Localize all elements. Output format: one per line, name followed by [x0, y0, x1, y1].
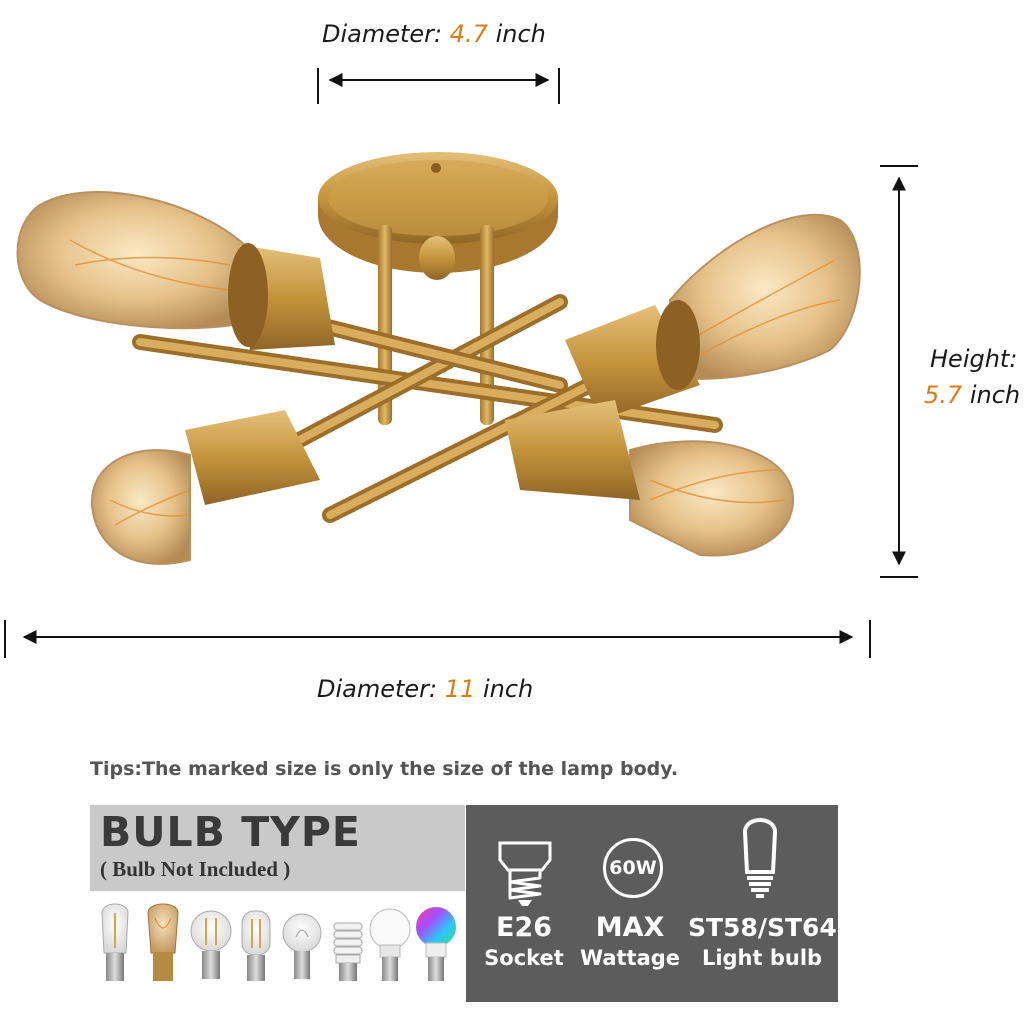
a19-led-icon [369, 908, 411, 981]
bottom-diameter-arrow [4, 620, 871, 658]
bulb-type-title: BULB TYPE [100, 808, 361, 856]
st58-bulb-icon [742, 818, 778, 898]
rgb-smart-bulb-icon [416, 907, 456, 981]
spec-wattage-main: MAX [595, 912, 665, 943]
t45-filament-icon [241, 910, 271, 981]
e26-socket-icon [498, 841, 552, 906]
bulb-type-header-bg [90, 805, 465, 891]
ceiling-lamp [16, 152, 861, 565]
lamp-illustration [4, 68, 918, 658]
top-diameter-label: Diameter: 4.7 inch [322, 20, 546, 48]
a19-filament-icon [190, 910, 232, 979]
spec-wattage-sub: Wattage [579, 946, 681, 970]
bottom-diameter-label: Diameter: 11 inch [317, 675, 534, 703]
g25-clear-icon [282, 913, 322, 979]
height-value: 5.7 inch [924, 381, 1021, 409]
spec-bulb-main: ST58/ST64 [688, 913, 837, 942]
compatible-bulbs [101, 903, 456, 981]
height-arrow [880, 165, 918, 578]
bulb-type-subtitle: ( Bulb Not Included ) [100, 857, 291, 881]
spiral-cfl-icon [333, 922, 363, 981]
spec-bulb: ST58/ST64 Light bulb [688, 912, 837, 972]
top-diameter-arrow [317, 68, 560, 104]
tips-text: Tips:The marked size is only the size of… [90, 758, 679, 780]
wattage-icon: 60W [603, 838, 663, 898]
spec-wattage: MAX Wattage [568, 912, 692, 972]
st64-edison-filament-icon [147, 903, 179, 981]
spec-socket-main: E26 [495, 912, 553, 943]
spec-socket-sub: Socket [484, 946, 564, 970]
st64-edison-led-icon [101, 903, 129, 981]
spec-bulb-sub: Light bulb [701, 946, 823, 970]
height-label: Height: [930, 345, 1018, 373]
spec-socket: E26 Socket [462, 912, 586, 972]
